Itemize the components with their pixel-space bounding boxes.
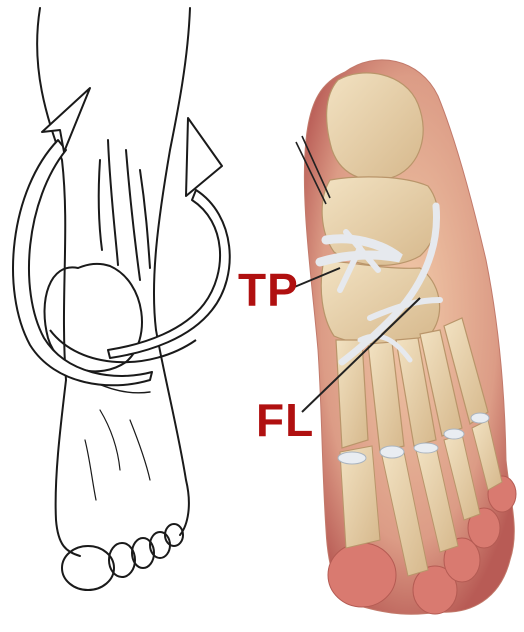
label-fl: FL [256, 397, 314, 443]
label-tp: TP [238, 267, 299, 313]
calcaneus [327, 73, 423, 180]
